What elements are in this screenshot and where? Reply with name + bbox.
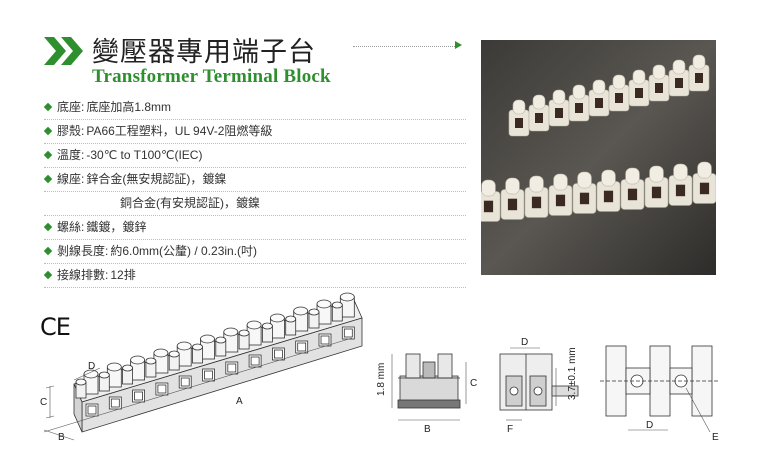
dim-label-base-height: 1.8 mm — [376, 363, 387, 396]
dim-label-b-side: B — [424, 424, 431, 435]
ce-mark: CE — [40, 313, 71, 341]
diamond-bullet-icon — [43, 223, 53, 232]
isometric-dimensions — [43, 337, 353, 441]
dim-label-c-side: C — [470, 378, 477, 389]
terminal-unit — [596, 169, 621, 212]
spec-value: 銅合金(有安規認証)，鍍鎳 — [120, 196, 260, 210]
spec-list: 底座:底座加高1.8mm 膠殼:PA66工程塑料，UL 94V-2阻燃等級 溫度… — [43, 96, 466, 288]
terminal-unit — [568, 84, 590, 122]
dim-label-c: C — [40, 397, 47, 408]
title-arrow-icon — [455, 41, 462, 49]
diamond-bullet-icon — [43, 127, 53, 136]
diamond-bullet-icon — [43, 151, 53, 160]
page-title-english: Transformer Terminal Block — [92, 66, 331, 87]
page-title-chinese: 變壓器專用端子台 — [92, 37, 316, 68]
terminal-unit — [692, 161, 716, 204]
dim-label-f: F — [507, 424, 513, 435]
terminal-unit — [620, 167, 645, 210]
spec-label: 接線排數: — [57, 268, 109, 282]
front-view-drawing — [499, 353, 579, 411]
diamond-bullet-icon — [43, 175, 53, 184]
isometric-drawing — [73, 292, 363, 433]
terminal-unit — [668, 163, 693, 206]
spec-row-base: 底座:底座加高1.8mm — [43, 96, 466, 120]
spec-row-housing: 膠殼:PA66工程塑料，UL 94V-2阻燃等級 — [43, 120, 466, 144]
spec-label: 底座: — [57, 100, 85, 114]
terminal-unit — [500, 177, 525, 220]
terminal-unit — [644, 165, 669, 208]
dim-label-b: B — [58, 432, 65, 443]
spec-row-strip-length: 剝線長度:約6.0mm(公釐) / 0.23in.(吋) — [43, 240, 466, 264]
spec-value: 12排 — [110, 268, 136, 282]
terminal-unit — [548, 173, 573, 216]
terminal-unit — [668, 59, 690, 97]
dim-label-d-front: D — [521, 337, 528, 348]
spec-label: 溫度: — [57, 148, 85, 162]
terminal-unit — [688, 54, 710, 92]
spec-row-temperature: 溫度:-30℃ to T100℃(IEC) — [43, 144, 466, 168]
spec-value: -30℃ to T100℃(IEC) — [86, 148, 203, 162]
terminal-unit — [548, 89, 570, 127]
diamond-bullet-icon — [43, 103, 53, 112]
terminal-unit — [628, 69, 650, 107]
diamond-bullet-icon — [43, 271, 53, 280]
terminal-unit — [524, 175, 549, 218]
spec-row-screw: 螺絲:鐵鍍，鍍鋅 — [43, 216, 466, 240]
spec-value: PA66工程塑料，UL 94V-2阻燃等級 — [86, 124, 273, 138]
dim-label-a: A — [236, 396, 243, 407]
spec-value: 鋅合金(無安規認証)，鍍鎳 — [86, 172, 227, 186]
terminal-unit — [481, 179, 501, 222]
dim-label-d-top: D — [646, 420, 653, 431]
spec-label: 線座: — [57, 172, 85, 186]
spec-row-positions: 接線排數:12排 — [43, 264, 466, 288]
dim-label-d: D — [88, 361, 95, 372]
double-chevron-icon — [44, 37, 83, 65]
spec-value: 鐵鍍，鍍鋅 — [86, 220, 147, 234]
spec-value: 底座加高1.8mm — [86, 100, 172, 114]
spec-label: 膠殼: — [57, 124, 85, 138]
side-view-drawing — [397, 353, 461, 409]
product-photo — [481, 40, 716, 275]
spec-row-wire-clamp-alt: 銅合金(有安規認証)，鍍鎳 — [44, 192, 466, 216]
spec-label: 螺絲: — [57, 220, 85, 234]
top-view-drawing — [600, 345, 718, 417]
spec-row-wire-clamp: 線座:鋅合金(無安規認証)，鍍鎳 — [43, 168, 466, 192]
dim-label-pitch: 3.7±0.1 mm — [567, 347, 578, 400]
terminal-unit — [588, 79, 610, 117]
terminal-unit — [572, 171, 597, 214]
spec-value: 約6.0mm(公釐) / 0.23in.(吋) — [110, 244, 258, 258]
spec-label: 剝線長度: — [57, 244, 109, 258]
title-divider — [353, 46, 455, 47]
diamond-bullet-icon — [43, 247, 53, 256]
dim-label-e: E — [712, 432, 719, 443]
